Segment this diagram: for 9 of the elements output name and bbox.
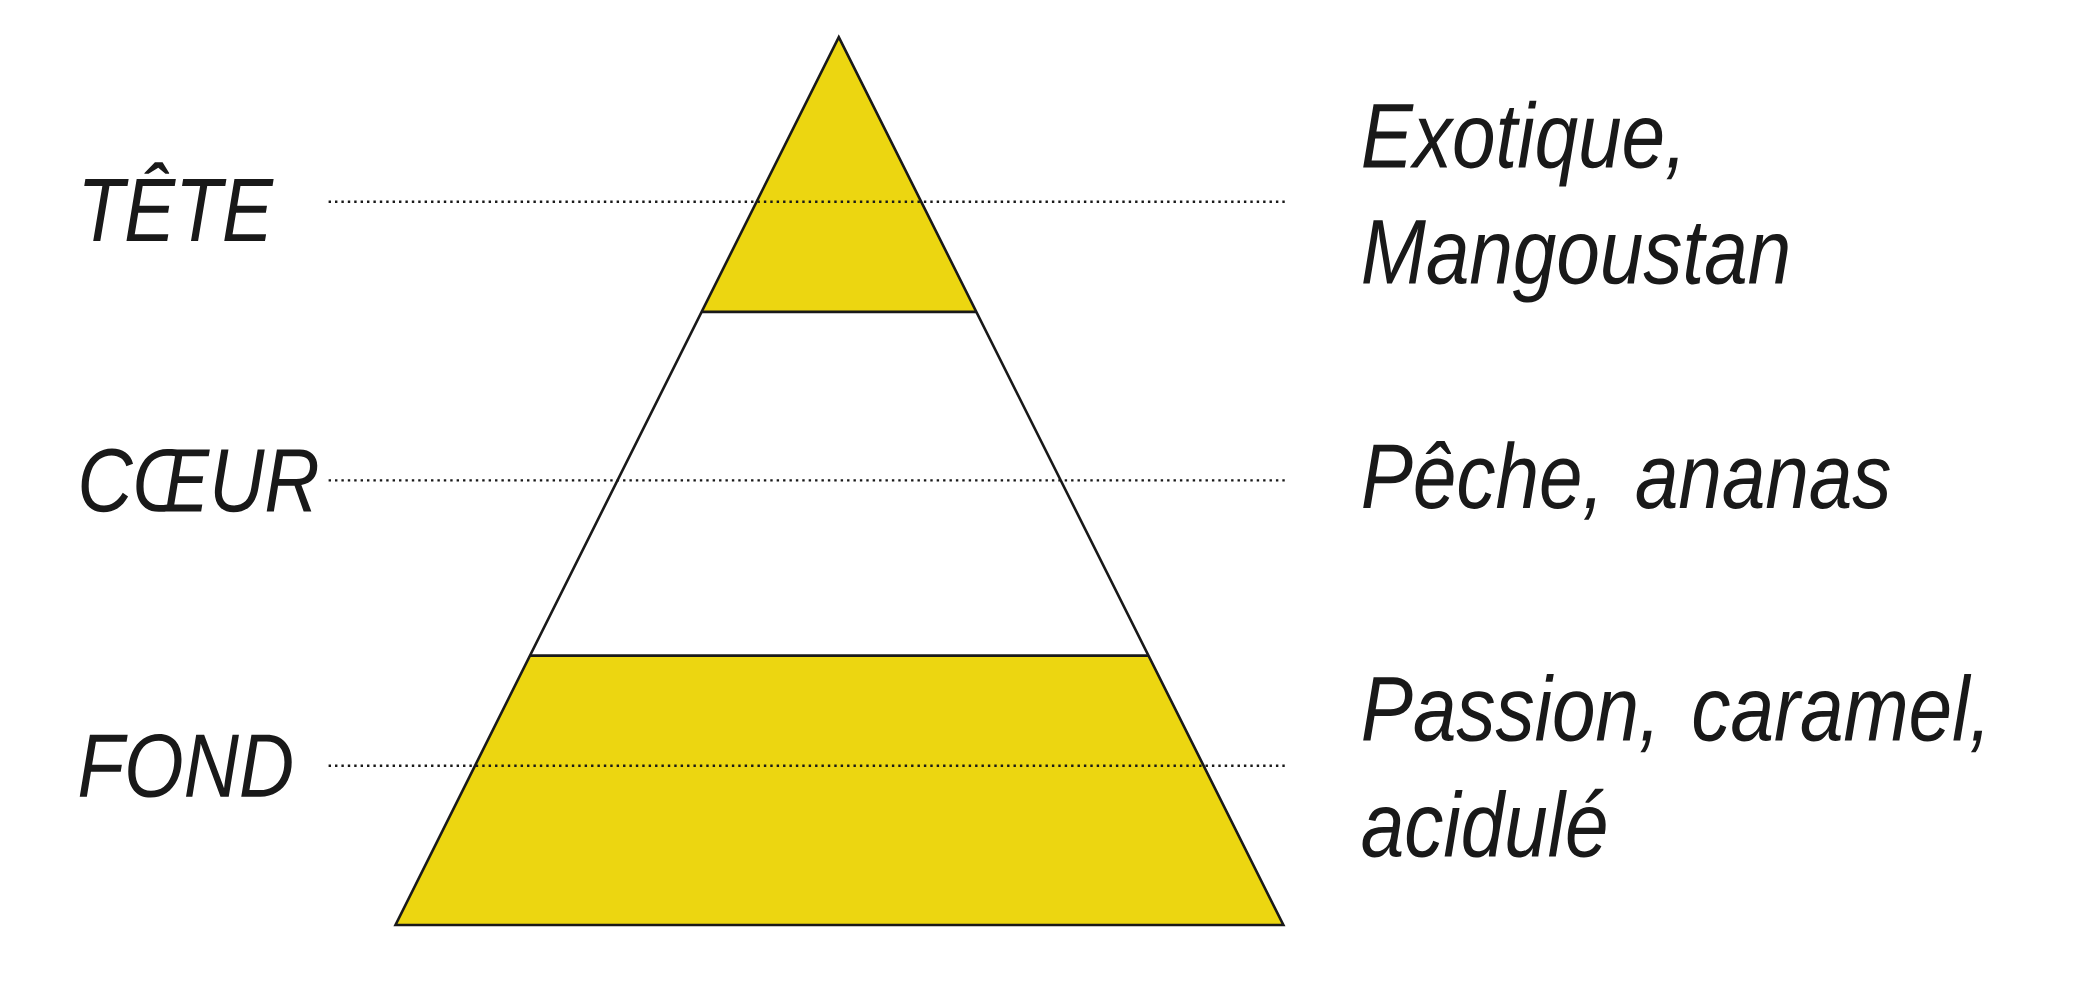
note-text: Pêche, ananas: [1363, 440, 1890, 520]
dotted-line: [328, 764, 1288, 767]
layer-label: FOND: [79, 733, 292, 798]
note-text: Passion, caramel, acidulé: [1362, 673, 1983, 858]
note-text: Exotique, Mangoustan: [1363, 100, 1788, 303]
layer-label: TÊTE: [84, 162, 274, 241]
dotted-line: [328, 479, 1288, 482]
dotted-line: [328, 200, 1288, 203]
layer-label: CŒUR: [81, 448, 318, 513]
